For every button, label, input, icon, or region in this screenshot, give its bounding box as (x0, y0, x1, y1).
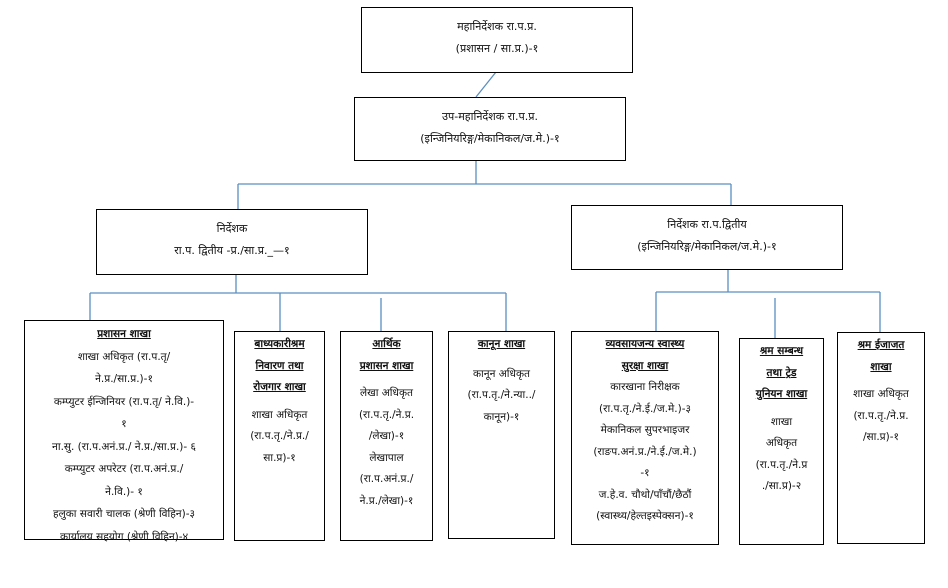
branch-forced-labour-line: शाखा अधिकृत (251, 408, 308, 421)
branch-forced-labour-line: (रा.प.तृ./ने.प्र./ (250, 430, 309, 442)
branch-permit-line: (रा.प.तृ./ने.प्र. (853, 409, 909, 422)
director-general-box: महानिर्देशक रा.प.प्र. (प्रशासन / सा.प्र.… (361, 7, 633, 73)
branch-admin-title: प्रशासन शाखा (97, 328, 151, 340)
branch-finance-line: ने.प्र./लेखा)-१ (359, 494, 414, 507)
branch-labour-relations-line: (रा.प.तृ./ने.प्र (755, 458, 808, 471)
branch-legal-line: कानून)-१ (483, 410, 520, 423)
branch-safety-line: (राङप.अनं.प्र./ने.ई./ज.मे.) (593, 445, 697, 458)
branch-finance-line: (रा.प.तृ./ने.प्र. (358, 408, 415, 421)
branch-safety-line: (रा.प.तृ./ने.ई./ज.मे.)-३ (599, 402, 691, 415)
deputy-title: उप-महानिर्देशक रा.प.प्र. (441, 110, 539, 123)
director-general-subtitle: (प्रशासन / सा.प्र.)-१ (455, 42, 539, 55)
branch-finance-line: लेखापाल (369, 451, 404, 464)
deputy-director-general-box: उप-महानिर्देशक रा.प.प्र. (इन्जिनियरिङ्ग/… (354, 97, 626, 161)
branch-admin-line: शाखा अधिकृत (रा.प.तृ/ (77, 350, 171, 363)
director-left-box: निर्देशक रा.प. द्वितीय -प्र./सा.प्र._—१ (96, 209, 368, 275)
branch-labour-relations-line: ./सा.प्र)-२ (761, 480, 802, 492)
branch-safety-line: (स्वास्थ्य/हेल्तइस्पेक्सन)-१ (596, 510, 694, 522)
director-right-subtitle: (इन्जिनियरिङ्ग/मेकानिकल/ज.मे.)-१ (637, 240, 777, 253)
branch-occupational-safety: व्यवसायजन्य स्वास्थ्य सुरक्षा शाखा कारखा… (571, 331, 719, 545)
branch-finance-title: आर्थिक (372, 338, 401, 350)
branch-permit-line: /सा.प्र)-१ (862, 431, 899, 443)
branch-admin-line: ने.प्र./सा.प्र.)-१ (95, 373, 153, 385)
branch-admin-line: कम्प्युटर ईन्जिनियर (रा.प.तृ/ ने.वि.)- (53, 395, 195, 408)
branch-safety-title: सुरक्षा शाखा (621, 359, 669, 372)
branch-safety-line: मेकानिकल सुपरभाइजर (600, 424, 690, 436)
deputy-subtitle: (इन्जिनियरिङ्ग/मेकानिकल/ज.मे.)-१ (420, 132, 560, 145)
branch-forced-labour-title: निवारण तथा (255, 359, 304, 372)
branch-admin-line: कम्प्युटर अपरेटर (रा.प.अनं.प्र./ (64, 463, 184, 475)
branch-safety-line: कारखाना निरीक्षक (610, 381, 680, 393)
branch-legal-line: (रा.प.तृ./ने.न्या../ (467, 389, 536, 401)
branch-admin-line: कार्यालय सहयोग (श्रेणी विहिन)-४ (59, 530, 189, 543)
branch-forced-labour-line: सा.प्र)-१ (263, 451, 296, 464)
branch-admin-line: १ (121, 418, 127, 430)
branch-permit-title: शाखा (870, 360, 892, 373)
branch-safety-title: व्यवसायजन्य स्वास्थ्य (605, 338, 685, 350)
branch-labour-relations-title: श्रम सम्बन्ध (759, 345, 804, 357)
branch-forced-labour-title: बाध्यकारीश्रम (254, 338, 305, 350)
connector-top-deputy (475, 71, 497, 98)
branch-permit-title: श्रम ईजाजत (857, 339, 905, 351)
branch-labour-relations-title: तथा ट्रेड (766, 366, 797, 379)
director-left-subtitle: रा.प. द्वितीय -प्र./सा.प्र._—१ (174, 244, 290, 257)
branch-legal-title: कानून शाखा (477, 338, 526, 350)
branch-permit-line: शाखा अधिकृत (853, 388, 909, 400)
branch-admin: प्रशासन शाखा शाखा अधिकृत (रा.प.तृ/ ने.प्… (24, 320, 224, 543)
branch-finance-title: प्रशासन शाखा (359, 359, 414, 372)
branch-finance-line: /लेखा)-१ (368, 430, 405, 442)
director-general-title: महानिर्देशक रा.प.प्र. (457, 20, 537, 33)
director-right-title: निर्देशक रा.प.द्वितीय (667, 218, 747, 231)
branch-legal: कानून शाखा कानून अधिकृत (रा.प.तृ./ने.न्य… (448, 331, 555, 539)
branch-forced-labour: बाध्यकारीश्रम निवारण तथा रोजगार शाखा शाख… (234, 331, 325, 541)
branch-labour-relations-line: शाखा (770, 415, 793, 428)
branch-labour-relations: श्रम सम्बन्ध तथा ट्रेड युनियन शाखा शाखा … (739, 338, 824, 545)
branch-finance-line: लेखा अधिकृत (359, 387, 413, 399)
branch-labour-relations-line: अधिकृत (765, 437, 798, 449)
branch-admin-line: हलुका सवारी चालक (श्रेणी विहिन)-३ (53, 508, 195, 520)
branch-forced-labour-title: रोजगार शाखा (253, 381, 306, 393)
branch-admin-line: ना.सु. (रा.प.अनं.प्र./ ने.प्र./सा.प्र.)-… (52, 440, 196, 453)
branch-admin-line: ने.वि.)- १ (105, 485, 143, 498)
branch-finance: आर्थिक प्रशासन शाखा लेखा अधिकृत (रा.प.तृ… (340, 331, 433, 541)
director-left-title: निर्देशक (216, 222, 248, 235)
branch-labour-relations-title: युनियन शाखा (755, 388, 808, 400)
director-right-box: निर्देशक रा.प.द्वितीय (इन्जिनियरिङ्ग/मेक… (571, 205, 843, 270)
branch-labour-permit: श्रम ईजाजत शाखा शाखा अधिकृत (रा.प.तृ./ने… (837, 332, 925, 544)
branch-safety-line: ज.हे.व. चौथो/पाँचौं/छैठौं (598, 488, 692, 501)
branch-finance-line: (रा.प.अनं.प्र./ (359, 473, 414, 485)
branch-legal-line: कानून अधिकृत (472, 367, 531, 380)
branch-safety-line: -१ (640, 467, 650, 479)
